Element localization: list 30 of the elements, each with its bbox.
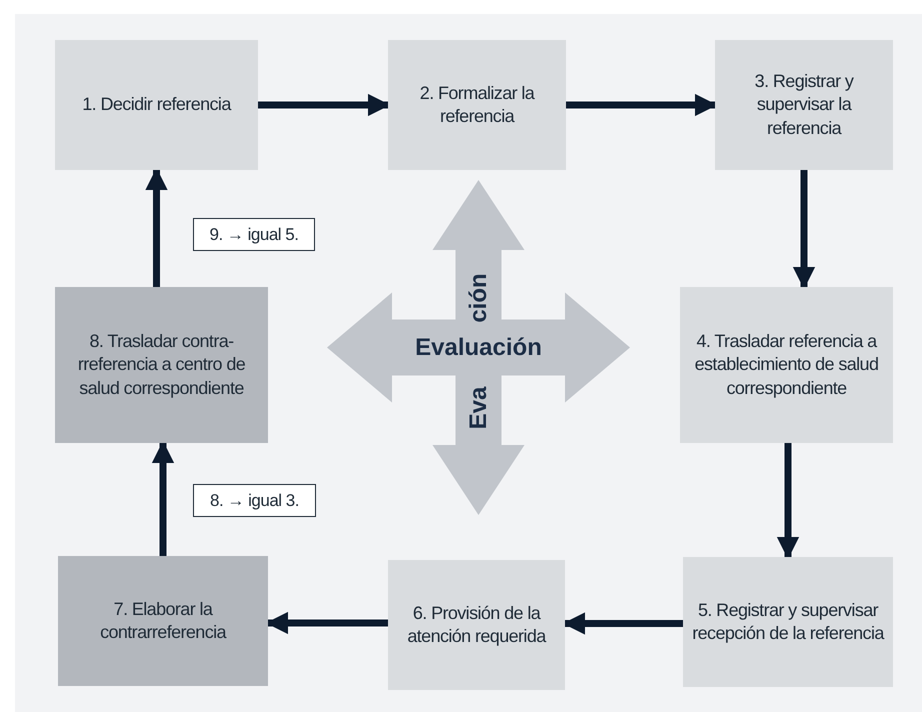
note-box: [193, 218, 315, 251]
step-text: 8. Trasladar contra-rreferencia a centro de salud correspondiente: [76, 330, 246, 400]
process-box: [680, 287, 893, 443]
process-box: [388, 560, 565, 690]
process-box: [55, 40, 258, 170]
arrow: [145, 168, 168, 287]
evaluation-cross: [327, 180, 630, 515]
step-text: 2. Formalizar la referencia: [418, 82, 536, 128]
step-text: 5. Registrar y supervisar recepción de la referencia: [691, 598, 885, 645]
note-text: 9. → igual 5.: [210, 224, 298, 244]
process-box: [388, 40, 566, 170]
process-box: [55, 287, 268, 443]
step-text: 3. Registrar y supervisar la referencia: [754, 70, 855, 140]
step-text: 4. Trasladar referencia a establecimiento de salud correspondiente: [694, 330, 880, 400]
process-box: [58, 556, 268, 686]
step-text: 1. Decidir referencia: [82, 93, 231, 116]
vertical-text: ción: [466, 273, 490, 323]
arrow: [152, 440, 174, 556]
step-text: 6. Provisión de la atención requerida: [406, 602, 548, 648]
cross-label: Evaluación: [415, 334, 542, 362]
note-box: [193, 484, 316, 517]
arrow: [792, 170, 816, 290]
process-box: [683, 557, 893, 687]
process-box: [715, 40, 893, 170]
note-text: 8. → igual 3.: [210, 490, 299, 510]
step-text: 7. Elaborar la contrarreferencia: [99, 598, 228, 644]
vertical-text: Eva: [466, 386, 490, 430]
arrow: [776, 443, 800, 560]
arrow: [566, 94, 718, 116]
arrow: [258, 94, 390, 116]
